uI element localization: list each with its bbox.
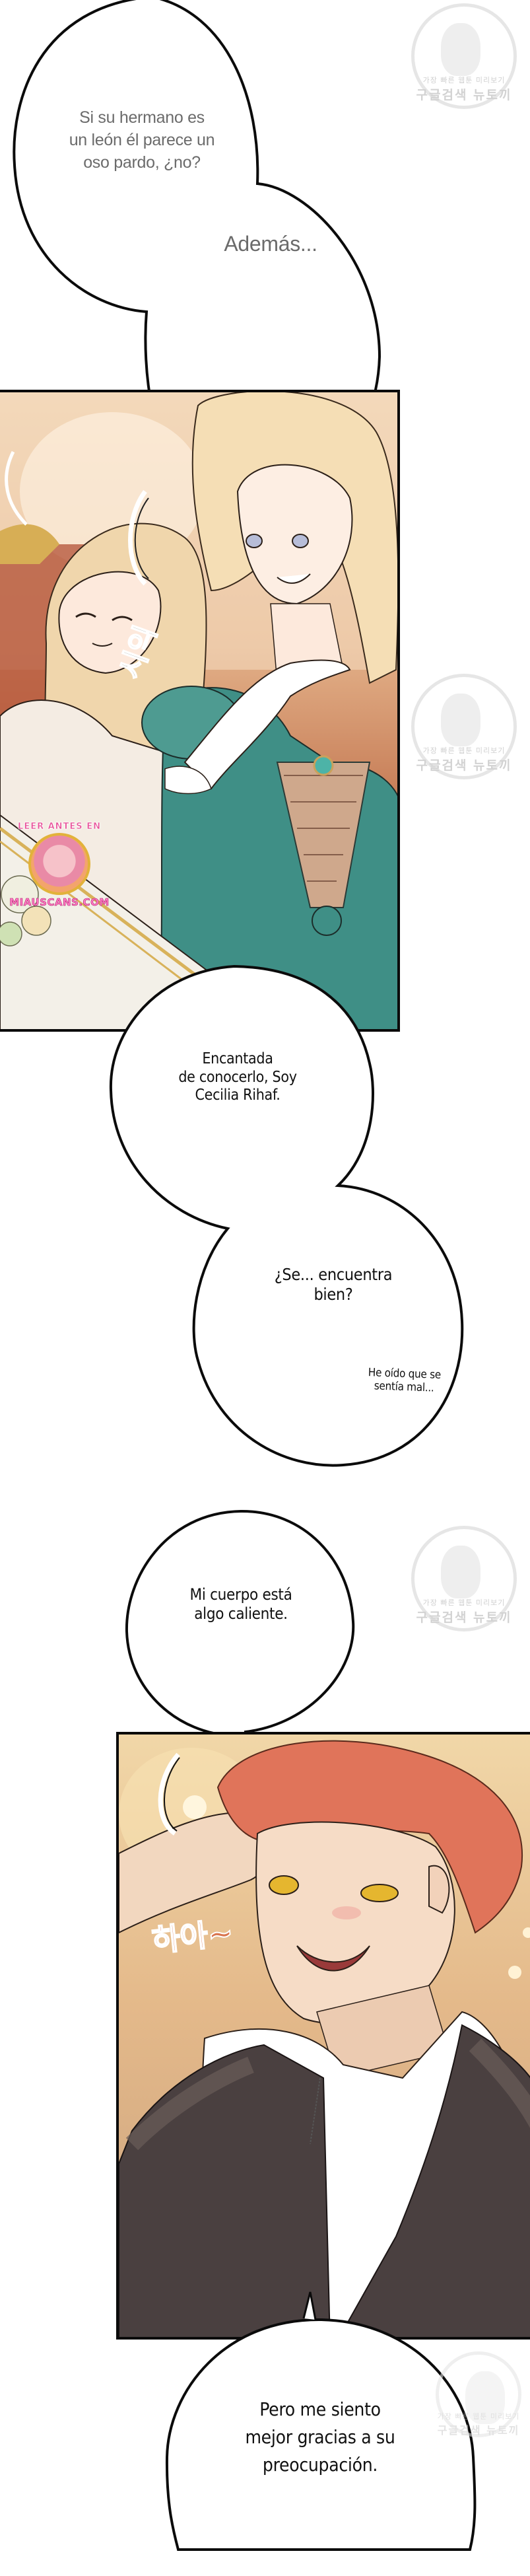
watermark: 가장 빠른 웹툰 미리보기 구글검색 뉴토끼 — [422, 2351, 530, 2437]
thought-line: oso pardo, ¿no? — [83, 153, 201, 172]
speech-line: Mi cuerpo está — [189, 1585, 292, 1604]
thought-bubble-text-1: Si su hermano es un león él parece un os… — [53, 107, 231, 174]
speech-bubble-cecilia — [109, 964, 464, 1467]
watermark: 가장 빠른 웹툰 미리보기 구글검색 뉴토끼 — [398, 674, 530, 779]
speech-line: algo caliente. — [194, 1604, 288, 1623]
scanlation-logo: LEER ANTES EN MIAUSCANS.COM — [3, 822, 116, 909]
watermark-bunny-icon — [436, 2351, 521, 2437]
speech-text-cecilia-intro: Encantada de conocerlo, Soy Cecilia Riha… — [152, 1050, 323, 1105]
watermark-line2: 구글검색 뉴토끼 — [416, 88, 512, 102]
watermark-line2: 구글검색 뉴토끼 — [437, 2424, 520, 2437]
speech-line: de conocerlo, Soy — [178, 1068, 297, 1086]
comic-panel-2: 하아~ — [116, 1732, 530, 2340]
thought-bubble-text-2: Además... — [224, 232, 317, 256]
watermark-line2: 구글검색 뉴토끼 — [416, 758, 512, 773]
speech-line: Cecilia Rihaf. — [195, 1087, 281, 1104]
thought-line: Si su hermano es — [79, 108, 205, 127]
panel-2-art — [119, 1740, 530, 2337]
speech-line: ¿Se... encuentra — [274, 1265, 393, 1284]
watermark: 가장 빠른 웹툰 미리보기 구글검색 뉴토끼 — [398, 1526, 530, 1631]
thought-line: un león él parece un — [69, 130, 215, 149]
watermark-bunny-icon — [411, 674, 517, 779]
speech-line: bien? — [314, 1285, 353, 1304]
watermark-line1: 가장 빠른 웹툰 미리보기 — [422, 1598, 506, 1607]
watermark-line1: 가장 빠른 웹툰 미리보기 — [437, 2412, 520, 2421]
watermark-line1: 가장 빠른 웹툰 미리보기 — [422, 746, 506, 755]
logo-top-text: LEER ANTES EN — [18, 822, 101, 832]
comic-panel-1: 시익 LEER ANTES EN MIAUSCANS.COM — [0, 390, 400, 1032]
speech-text-male-2: Pero me siento mejor gracias a su preocu… — [224, 2396, 416, 2479]
watermark-bunny-icon — [411, 1526, 517, 1631]
watermark: 가장 빠른 웹툰 미리보기 구글검색 뉴토끼 — [398, 3, 530, 109]
watermark-bunny-icon — [411, 3, 517, 109]
speech-line: Pero me siento — [259, 2398, 381, 2420]
speech-text-male-1: Mi cuerpo está algo caliente. — [158, 1585, 323, 1624]
logo-bottom-text: MIAUSCANS.COM — [9, 896, 110, 909]
cat-girl-avatar-icon — [28, 833, 90, 895]
watermark-line2: 구글검색 뉴토끼 — [416, 1610, 512, 1625]
panel-1-art — [0, 392, 397, 1029]
watermark-line1: 가장 빠른 웹툰 미리보기 — [422, 76, 506, 85]
speech-line: preocupación. — [262, 2454, 378, 2476]
speech-line: Encantada — [202, 1050, 273, 1067]
speech-line: mejor gracias a su — [245, 2426, 395, 2448]
speech-text-cecilia-question: ¿Se... encuentra bien? — [244, 1265, 422, 1305]
